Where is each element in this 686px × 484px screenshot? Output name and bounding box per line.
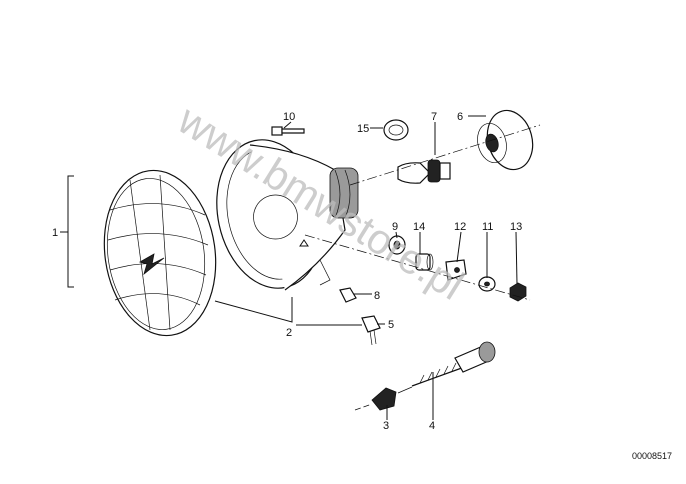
headlight-lens[interactable] (94, 163, 226, 343)
bracket-12[interactable] (445, 259, 467, 281)
assembly-center-lines (304, 124, 541, 411)
bushing-14[interactable] (415, 253, 434, 271)
nut-13[interactable] (509, 282, 527, 302)
callout-11: 11 (482, 221, 493, 233)
washer-11[interactable] (478, 276, 496, 292)
callout-15: 15 (357, 123, 369, 135)
callout-7: 7 (431, 111, 437, 123)
cable-knob[interactable] (371, 386, 413, 411)
callout-2: 2 (286, 327, 292, 339)
callout-8: 8 (374, 290, 380, 302)
callout-13: 13 (510, 221, 522, 233)
reflector-housing[interactable] (204, 130, 359, 298)
callout-1: 1 (52, 227, 58, 239)
callout-4: 4 (429, 420, 435, 432)
callout-10: 10 (283, 111, 295, 123)
leader-lines (214, 115, 518, 420)
callout-bracket-1 (60, 175, 74, 288)
drawing-code: 00008517 (632, 451, 672, 461)
callout-3: 3 (383, 420, 389, 432)
adjusting-cable[interactable] (411, 341, 496, 387)
callout-labels: 1 2 3 4 5 6 7 8 9 10 11 12 13 14 15 (52, 111, 522, 432)
headlight-bulb[interactable] (397, 159, 451, 184)
rubber-cap[interactable] (473, 105, 539, 174)
parking-bulb-holder-5[interactable] (361, 315, 381, 346)
callout-14: 14 (413, 221, 425, 233)
spring-clip[interactable] (383, 119, 409, 141)
adjusting-screw[interactable] (271, 126, 305, 136)
callout-12: 12 (454, 221, 466, 233)
parking-bulb-socket-8[interactable] (339, 287, 357, 303)
callout-6: 6 (457, 111, 463, 123)
washer-9[interactable] (388, 235, 406, 255)
callout-5: 5 (388, 319, 394, 331)
callout-9: 9 (392, 221, 398, 233)
